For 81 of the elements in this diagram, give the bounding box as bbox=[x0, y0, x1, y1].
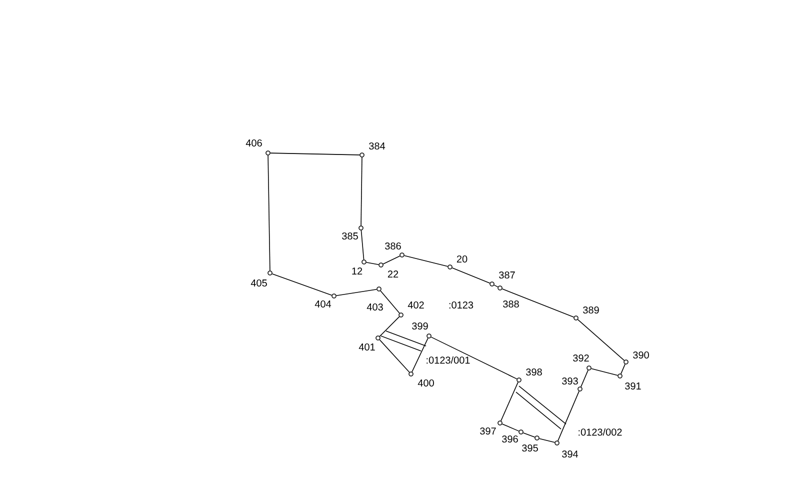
survey-point bbox=[490, 282, 494, 286]
boundary-line bbox=[590, 368, 618, 376]
point-number: 401 bbox=[358, 343, 375, 351]
point-number: 394 bbox=[562, 450, 578, 458]
point-number: 389 bbox=[583, 306, 599, 314]
parcel-number: :0123/001 bbox=[426, 356, 470, 364]
point-number: 387 bbox=[499, 271, 515, 279]
point-number: 405 bbox=[250, 279, 267, 287]
survey-point bbox=[400, 252, 404, 258]
boundary-line bbox=[558, 390, 580, 442]
boundary-line bbox=[404, 255, 448, 267]
survey-point bbox=[498, 420, 502, 426]
point-number: 400 bbox=[418, 379, 434, 387]
point-number: 385 bbox=[342, 232, 358, 240]
point-number: 388 bbox=[503, 300, 519, 308]
survey-point bbox=[378, 262, 384, 268]
boundary-line bbox=[522, 432, 536, 438]
survey-point bbox=[518, 430, 524, 434]
point-number: 391 bbox=[625, 382, 641, 390]
survey-point bbox=[358, 226, 364, 230]
survey-point bbox=[408, 372, 414, 376]
point-number: 402 bbox=[408, 301, 424, 309]
point-number: 392 bbox=[573, 354, 589, 362]
point-number: 398 bbox=[526, 368, 542, 376]
point-number: 406 bbox=[246, 139, 262, 147]
boundary-line bbox=[360, 157, 362, 226]
survey-point bbox=[426, 334, 432, 338]
point-number: 404 bbox=[314, 300, 332, 308]
boundary-line bbox=[502, 424, 520, 432]
survey-point bbox=[554, 440, 560, 446]
survey-point bbox=[516, 378, 522, 382]
boundary-line bbox=[380, 290, 400, 314]
point-number: 396 bbox=[502, 435, 518, 443]
point-number: 386 bbox=[385, 242, 401, 250]
point-number: 12 bbox=[352, 268, 362, 274]
survey-point bbox=[618, 374, 622, 378]
survey-point bbox=[376, 286, 382, 292]
boundary-line bbox=[502, 288, 574, 318]
point-number: 22 bbox=[388, 270, 398, 278]
boundary-line bbox=[336, 288, 378, 296]
survey-point bbox=[376, 336, 380, 340]
boundary-line bbox=[379, 339, 410, 373]
boundary-line bbox=[452, 268, 490, 284]
point-number: 20 bbox=[456, 255, 468, 263]
survey-point bbox=[586, 366, 592, 370]
boundary-line bbox=[430, 336, 518, 380]
survey-point bbox=[534, 436, 540, 440]
boundary-line bbox=[620, 364, 626, 374]
boundary-line bbox=[272, 273, 332, 296]
survey-point bbox=[448, 264, 452, 270]
survey-point bbox=[332, 294, 336, 298]
boundary-line bbox=[366, 262, 380, 265]
survey-point bbox=[266, 150, 270, 156]
point-number: 395 bbox=[522, 444, 538, 452]
survey-point bbox=[398, 312, 404, 318]
boundary-line bbox=[360, 230, 364, 260]
survey-point bbox=[578, 386, 582, 392]
point-number: 393 bbox=[562, 377, 578, 385]
point-number: 384 bbox=[369, 142, 386, 150]
boundary-line bbox=[268, 155, 270, 271]
survey-point bbox=[574, 316, 578, 320]
point-number: 390 bbox=[633, 351, 649, 359]
parcel-number: :0123 bbox=[449, 301, 474, 309]
boundary-line bbox=[270, 152, 360, 156]
boundary-line bbox=[538, 438, 556, 443]
boundary-line bbox=[494, 284, 498, 288]
boundary-line bbox=[379, 316, 400, 337]
survey-point bbox=[268, 270, 272, 276]
boundary-line bbox=[382, 256, 400, 264]
boundary-line bbox=[412, 338, 428, 372]
survey-point bbox=[360, 152, 364, 158]
boundary-line bbox=[577, 319, 625, 361]
point-number: 399 bbox=[412, 322, 428, 330]
point-number: 397 bbox=[480, 427, 496, 435]
boundary-line bbox=[580, 370, 588, 388]
boundary-line bbox=[500, 382, 518, 422]
survey-point bbox=[624, 360, 628, 364]
survey-point bbox=[498, 286, 502, 290]
survey-point bbox=[362, 260, 366, 264]
point-number: 403 bbox=[366, 303, 383, 311]
parcel-number: :0123/002 bbox=[578, 428, 622, 436]
